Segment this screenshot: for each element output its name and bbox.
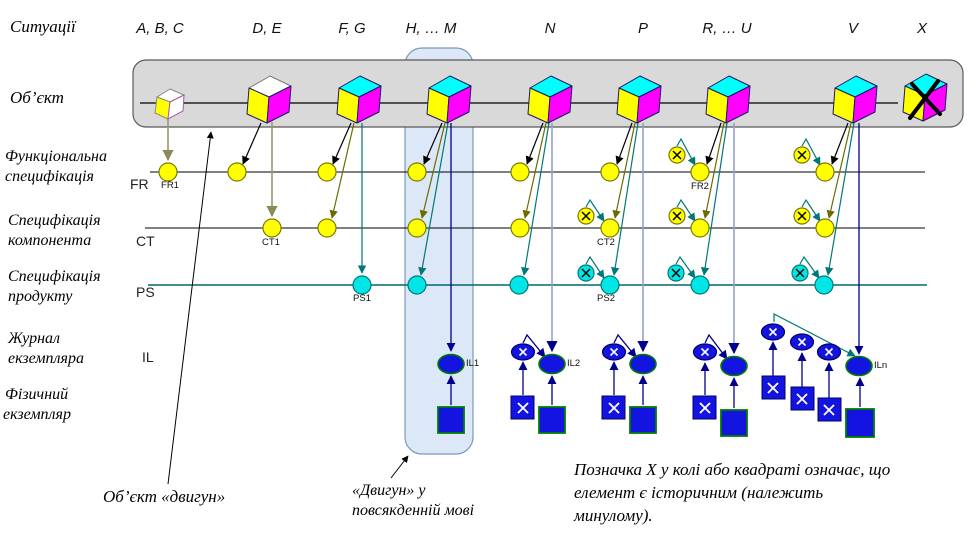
il-row-nodes: [437, 323, 873, 377]
cube-to-level-connectors: [162, 118, 864, 355]
marker-ps1: PS1: [353, 293, 371, 304]
physical-row-label-line1: Фізичний: [5, 386, 69, 403]
marker-ct2: CT2: [597, 237, 615, 248]
ct-code: CT: [136, 233, 155, 249]
object-row-label: Об’єкт: [10, 88, 64, 107]
column-label-fg: F, G: [338, 20, 366, 37]
marker-ps2: PS2: [597, 293, 615, 304]
fr-row-nodes: [158, 146, 835, 182]
ps-code: PS: [136, 284, 155, 300]
historic-x-mark: [908, 79, 942, 120]
historic-note-line1: Позначка X у колі або квадраті означає, …: [574, 460, 891, 479]
history-links: [522, 137, 856, 360]
marker-fr1: FR1: [161, 180, 179, 191]
ps-row-label-line1: Специфікація: [8, 268, 101, 285]
marker-iln: ILn: [874, 360, 888, 371]
marker-ct1: CT1: [262, 237, 280, 248]
column-label-hm: H, … M: [405, 20, 457, 37]
engine-everyday-annotation-line1: «Двигун» у: [352, 482, 426, 499]
object-cubes: [154, 73, 948, 124]
historic-note-line3: минулому).: [574, 506, 653, 525]
column-label-de: D, E: [252, 20, 282, 37]
column-label-v: V: [847, 20, 859, 37]
column-label-x: X: [916, 20, 928, 37]
il-row-label-line1: Журнал: [8, 330, 60, 347]
column-label-ru: R, … U: [702, 20, 752, 37]
historic-note-line2: елемент є історичним (належить: [574, 483, 824, 502]
ct-row-nodes: [262, 207, 835, 238]
il-code: IL: [142, 349, 154, 365]
situations-label: Ситуації: [10, 17, 76, 36]
physical-row-label-line2: екземпляр: [3, 406, 71, 423]
ct-row-label-line1b: Специфікація: [8, 212, 101, 229]
column-label-p: P: [637, 20, 649, 37]
engine-everyday-annotation-line2: повсякденній мові: [352, 502, 475, 519]
object-cube-x-historic: [902, 73, 948, 122]
marker-il1: IL1: [466, 358, 480, 369]
fr-code: FR: [130, 176, 149, 192]
marker-fr2: FR2: [691, 181, 709, 192]
physical-row-nodes: [437, 375, 875, 438]
everyday-engine-band: [404, 47, 474, 455]
ct-row-label-line2: компонента: [8, 232, 92, 249]
marker-il2: IL2: [567, 358, 581, 369]
ps-row-nodes: [352, 264, 834, 295]
leader-lines: [167, 131, 409, 485]
fr-row-label-line1: Функціональна: [5, 148, 107, 165]
fr-row-label-line2: специфікація: [5, 168, 94, 185]
engine-object-annotation: Об’єкт «двигун»: [103, 487, 226, 506]
ps-row-label-line2: продукту: [8, 288, 73, 305]
column-label-n: N: [544, 20, 556, 37]
il-row-label-line2: екземпляра: [8, 350, 84, 367]
column-label-abc: A, B, C: [136, 20, 184, 37]
